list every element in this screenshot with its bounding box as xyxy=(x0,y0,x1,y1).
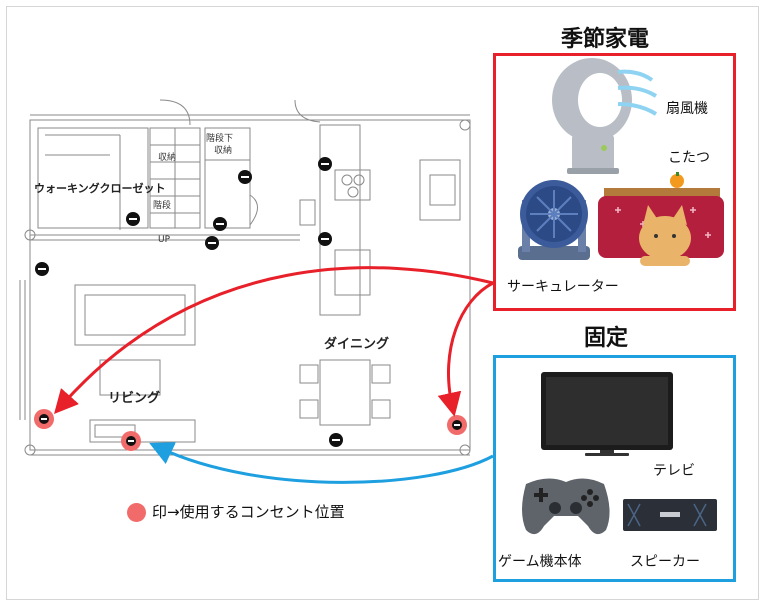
outlet xyxy=(35,262,49,276)
tv-icon xyxy=(541,372,673,456)
outlet xyxy=(329,433,343,447)
fixed-appliances-box xyxy=(493,355,736,582)
outlet xyxy=(205,236,219,250)
speaker-icon xyxy=(623,499,717,531)
category-title-seasonal: 季節家電 xyxy=(561,27,650,52)
room-label-walk-in-closet: ウォーキングクローゼット xyxy=(34,182,166,195)
room-label-up: UP xyxy=(158,235,171,245)
category-title-fixed: 固定 xyxy=(584,326,629,351)
legend-text: 印→使用するコンセント位置 xyxy=(152,503,345,521)
arrow-seasonal-to-living xyxy=(54,266,494,414)
used-outlet-dining xyxy=(447,415,467,435)
used-outlet-living-left xyxy=(34,409,54,429)
used-outlet-tv xyxy=(121,431,141,451)
diagram-frame xyxy=(6,6,759,600)
room-label-dining: ダイニング xyxy=(324,337,390,352)
room-label-living: リビング xyxy=(108,391,161,406)
game-controller-icon xyxy=(522,478,610,535)
room-label-under-stairs-2: 収納 xyxy=(214,146,233,156)
arrow-fixed-to-tv xyxy=(149,442,494,484)
device-label-kotatsu: こたつ xyxy=(668,150,710,166)
outlet xyxy=(126,212,140,226)
device-label-tv: テレビ xyxy=(653,463,695,479)
outlet xyxy=(238,170,252,184)
outlet xyxy=(318,232,332,246)
fan-icon xyxy=(552,58,658,174)
outlet xyxy=(318,157,332,171)
room-label-stairs: 階段 xyxy=(153,201,172,211)
device-label-game-console: ゲーム機本体 xyxy=(498,554,582,570)
seasonal-appliances-box xyxy=(493,53,736,311)
room-label-under-stairs-1: 階段下 xyxy=(206,134,234,144)
device-label-fan: 扇風機 xyxy=(666,101,708,117)
outlet xyxy=(213,217,227,231)
kotatsu-icon xyxy=(598,172,724,266)
device-label-speaker: スピーカー xyxy=(630,554,700,570)
circulator-icon xyxy=(518,180,590,260)
legend-dot-icon xyxy=(127,503,146,522)
room-label-storage: 収納 xyxy=(158,153,177,163)
device-label-circulator: サーキュレーター xyxy=(507,279,619,295)
arrow-seasonal-to-dining xyxy=(437,281,494,417)
